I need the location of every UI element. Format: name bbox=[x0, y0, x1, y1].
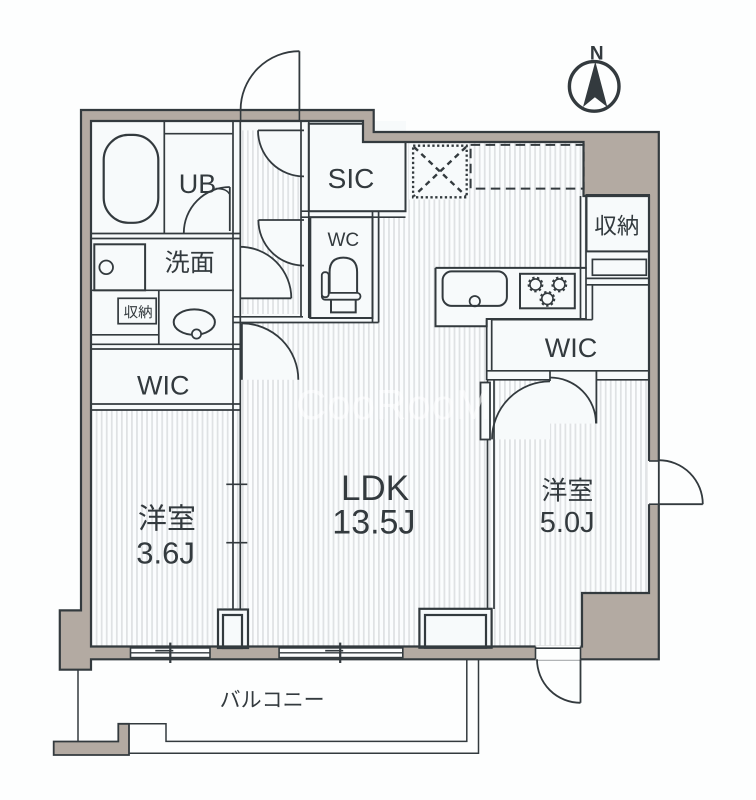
svg-text:CooRooM: CooRooM bbox=[296, 381, 492, 428]
svg-text:N: N bbox=[590, 43, 604, 64]
svg-text:WIC: WIC bbox=[545, 333, 597, 363]
svg-text:WIC: WIC bbox=[137, 371, 189, 401]
svg-text:WC: WC bbox=[327, 230, 359, 251]
svg-text:SIC: SIC bbox=[328, 163, 375, 194]
svg-text:UB: UB bbox=[179, 169, 217, 199]
svg-text:13.5J: 13.5J bbox=[332, 503, 415, 541]
svg-text:5.0J: 5.0J bbox=[540, 507, 595, 539]
svg-text:3.6J: 3.6J bbox=[136, 536, 195, 571]
svg-text:LDK: LDK bbox=[341, 469, 409, 508]
